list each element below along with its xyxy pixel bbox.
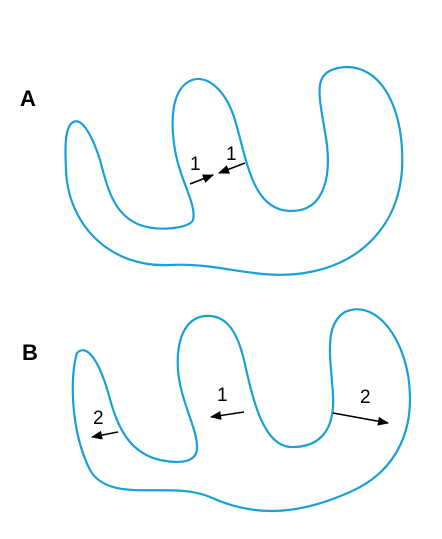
panel-a-arrow-1-label: 1	[190, 154, 201, 175]
panel-a-arrow-2	[217, 162, 246, 174]
panel-b-arrow-1	[90, 430, 119, 440]
panel-b-arrow-2-label: 1	[217, 385, 228, 406]
panel-b: B 2 1 2	[22, 308, 412, 513]
panel-b-arrow-1-label: 2	[93, 408, 104, 429]
panel-a-arrow-2-label: 1	[226, 144, 237, 165]
panel-b-arrow-3-label: 2	[360, 387, 371, 408]
panel-b-label: B	[22, 340, 38, 365]
panel-b-arrow-2	[209, 411, 245, 420]
panel-a: A 1 1	[20, 65, 404, 276]
panel-b-outline	[71, 308, 412, 513]
panel-a-label: A	[20, 86, 36, 111]
panel-a-arrow-1	[189, 174, 215, 185]
panel-b-arrow-3	[332, 412, 390, 426]
panel-a-outline	[64, 65, 404, 276]
